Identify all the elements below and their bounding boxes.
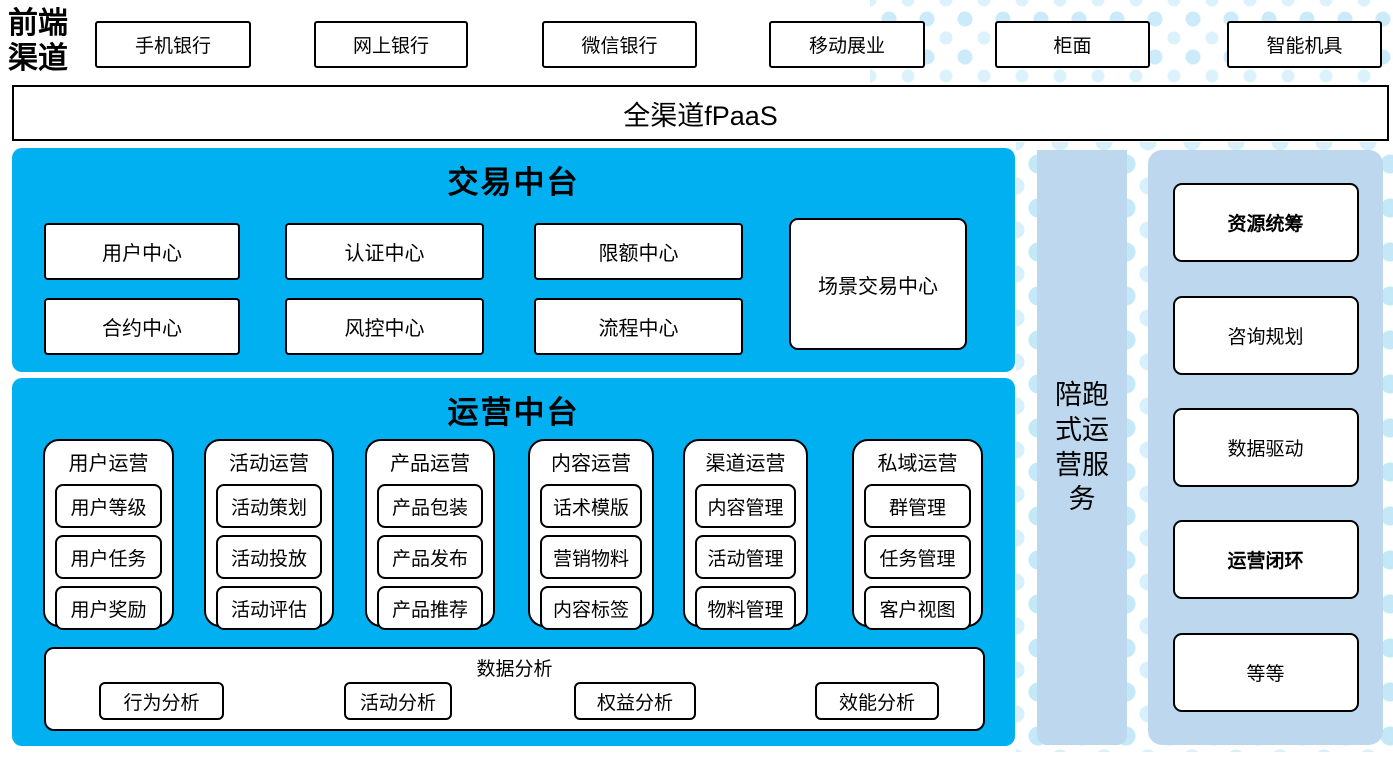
ops-column-header: 产品运营	[390, 453, 470, 475]
ops-column-header: 内容运营	[551, 453, 631, 475]
coach-service-column: 陪跑式运营服务	[1037, 150, 1127, 745]
ops-item: 客户视图	[864, 586, 971, 630]
ops-column-channel: 渠道运营 内容管理 活动管理 物料管理	[683, 439, 808, 630]
ops-item: 任务管理	[864, 535, 971, 579]
ops-column-product: 产品运营 产品包装 产品发布 产品推荐	[365, 439, 495, 630]
service-box-data-driven: 数据驱动	[1172, 407, 1359, 487]
service-box-ops-loop: 运营闭环	[1172, 520, 1359, 600]
ops-column-header: 用户运营	[68, 453, 149, 475]
ops-column-user: 用户运营 用户等级 用户任务 用户奖励	[43, 439, 174, 630]
ops-item: 群管理	[864, 484, 971, 528]
service-column: 资源统筹 咨询规划 数据驱动 运营闭环 等等	[1148, 150, 1383, 745]
front-channels-label: 前端渠道	[8, 7, 68, 76]
ops-item: 活动策划	[216, 484, 322, 528]
ops-column-header: 活动运营	[229, 453, 309, 475]
channel-box-mobile-banking: 手机银行	[95, 21, 251, 68]
ops-column-header: 渠道运营	[705, 453, 786, 475]
analysis-item-efficiency: 效能分析	[815, 682, 939, 720]
ops-item: 活动投放	[216, 535, 322, 579]
ops-item: 产品包装	[377, 484, 483, 528]
ops-item: 内容标签	[540, 586, 642, 630]
channel-box-wechat-banking: 微信银行	[542, 21, 697, 68]
ops-column-header: 私域运营	[877, 453, 958, 475]
ops-platform-title: 运营中台	[447, 395, 580, 430]
ops-item: 活动管理	[695, 535, 796, 579]
analysis-item-activity: 活动分析	[344, 682, 452, 720]
data-analysis-title: 数据分析	[476, 659, 553, 680]
center-box-auth: 认证中心	[285, 223, 484, 280]
ops-platform: 运营中台 用户运营 用户等级 用户任务 用户奖励 活动运营 活动策划 活动投放 …	[12, 378, 1015, 746]
data-analysis-box: 数据分析 行为分析 活动分析 权益分析 效能分析	[44, 647, 985, 731]
service-box-consulting: 咨询规划	[1172, 295, 1359, 375]
channel-box-mobile-sales: 移动展业	[769, 21, 925, 68]
center-box-limit: 限额中心	[534, 223, 743, 280]
channel-box-counter: 柜面	[995, 21, 1150, 68]
ops-column-content: 内容运营 话术模版 营销物料 内容标签	[528, 439, 654, 630]
center-box-contract: 合约中心	[44, 298, 240, 355]
center-box-risk: 风控中心	[285, 298, 484, 355]
analysis-item-behavior: 行为分析	[99, 682, 224, 720]
ops-item: 话术模版	[540, 484, 642, 528]
channel-box-smart-devices: 智能机具	[1227, 21, 1382, 68]
ops-item: 物料管理	[695, 586, 796, 630]
channel-box-online-banking: 网上银行	[314, 21, 468, 68]
service-box-etc: 等等	[1172, 632, 1359, 712]
analysis-item-rights: 权益分析	[574, 682, 696, 720]
ops-item: 产品推荐	[377, 586, 483, 630]
service-box-resource-planning: 资源统筹	[1172, 183, 1359, 263]
trade-platform: 交易中台 用户中心 认证中心 限额中心 合约中心 风控中心 流程中心 场景交易中…	[12, 148, 1015, 372]
trade-platform-title: 交易中台	[447, 165, 580, 200]
ops-item: 营销物料	[540, 535, 642, 579]
center-box-scene-trade: 场景交易中心	[789, 218, 967, 350]
ops-item: 产品发布	[377, 535, 483, 579]
ops-item: 用户奖励	[55, 586, 162, 630]
ops-item: 用户任务	[55, 535, 162, 579]
ops-item: 用户等级	[55, 484, 162, 528]
ops-item: 内容管理	[695, 484, 796, 528]
coach-service-label: 陪跑式运营服务	[1055, 380, 1109, 515]
ops-column-private-domain: 私域运营 群管理 任务管理 客户视图	[852, 439, 983, 630]
center-box-user: 用户中心	[44, 223, 240, 280]
center-box-process: 流程中心	[534, 298, 743, 355]
ops-column-activity: 活动运营 活动策划 活动投放 活动评估	[204, 439, 334, 630]
fpaas-bar: 全渠道fPaaS	[12, 85, 1389, 141]
ops-item: 活动评估	[216, 586, 322, 630]
